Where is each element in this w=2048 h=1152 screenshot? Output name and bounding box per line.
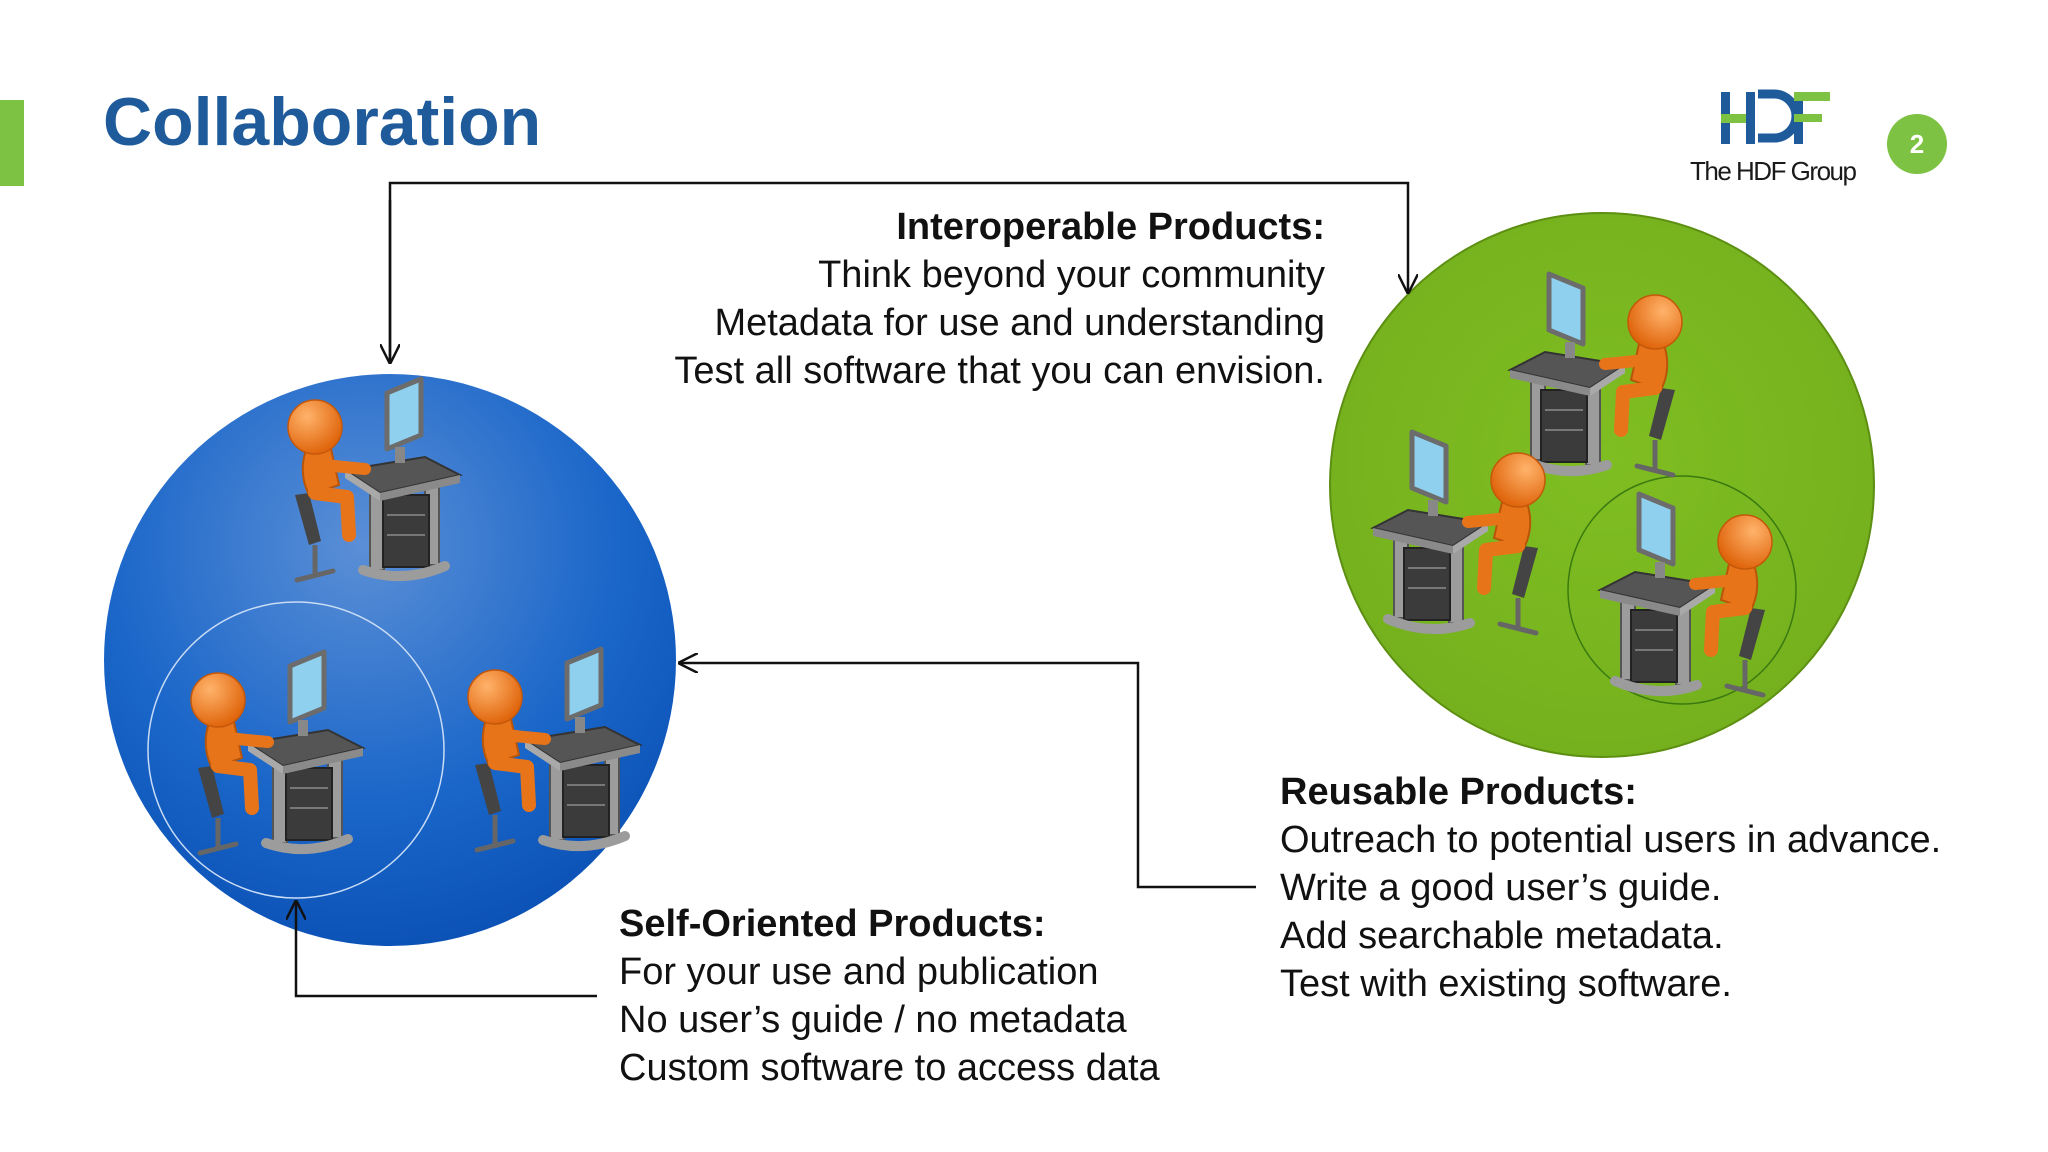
- reusable-inner-circle: [1567, 475, 1797, 705]
- self-oriented-line: Custom software to access data: [619, 1047, 1160, 1089]
- reusable-line: Test with existing software.: [1280, 963, 1732, 1005]
- reusable-heading: Reusable Products:: [1280, 771, 1637, 813]
- self-oriented-line: For your use and publication: [619, 951, 1099, 993]
- hdf-logo: [1721, 89, 1830, 144]
- interoperable-line: Metadata for use and understanding: [714, 302, 1325, 344]
- page-number-badge: 2: [1887, 114, 1947, 174]
- interoperable-heading: Interoperable Products:: [896, 206, 1325, 248]
- arrow-icon: [296, 902, 597, 998]
- reusable-line: Outreach to potential users in advance.: [1280, 819, 1942, 861]
- self-oriented-heading: Self-Oriented Products:: [619, 903, 1046, 945]
- self-oriented-line: No user’s guide / no metadata: [619, 999, 1127, 1041]
- logo-text: The HDF Group: [1690, 156, 1857, 186]
- reusable-line: Write a good user’s guide.: [1280, 867, 1722, 909]
- accent-bar: [0, 100, 24, 186]
- self-oriented-products-text: Self-Oriented Products: For your use and…: [619, 900, 1160, 1092]
- arrow-icon: [680, 663, 1256, 889]
- reusable-line: Add searchable metadata.: [1280, 915, 1724, 957]
- interoperable-products-text: Interoperable Products: Think beyond you…: [674, 203, 1325, 395]
- interoperable-line: Test all software that you can envision.: [674, 350, 1325, 392]
- interoperable-line: Think beyond your community: [818, 254, 1325, 296]
- page-title: Collaboration: [103, 84, 542, 160]
- reusable-products-text: Reusable Products: Outreach to potential…: [1280, 768, 1941, 1008]
- self-oriented-inner-circle: [147, 601, 445, 899]
